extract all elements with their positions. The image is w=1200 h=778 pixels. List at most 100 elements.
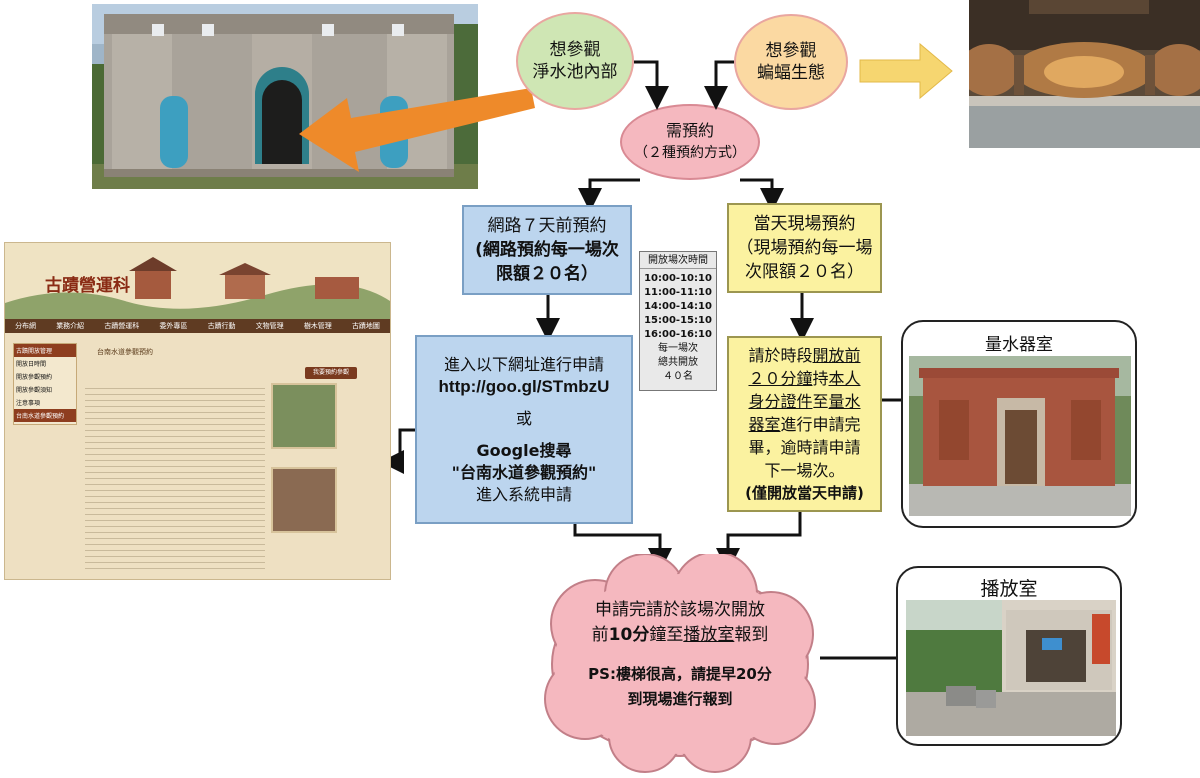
want-visit-pool-ellipse: 想參觀 淨水池內部	[516, 12, 634, 110]
onsite-line3: 次限額２０名）	[745, 262, 864, 282]
meter-room-photo	[909, 356, 1131, 516]
pool-line2: 淨水池內部	[532, 62, 618, 82]
website-photo-2	[271, 467, 337, 533]
detail-row-d: 器室進行申請完	[748, 413, 860, 436]
side-title: 古蹟開放管理	[14, 344, 76, 357]
heritage-website-screenshot: 古蹟營運科 分布網 業務介紹 古蹟營運科 委外專區 古蹟行動 文物管理 樹木管理…	[4, 242, 391, 580]
checkin-ps1: PS:	[588, 665, 616, 683]
side-item-3[interactable]: 開放參觀須知	[16, 387, 53, 394]
detail-b1: ２０分鐘	[748, 368, 813, 388]
broadcast-room-photo	[906, 600, 1116, 736]
detail-row-b: ２０分鐘持本人	[748, 367, 860, 390]
schedule-note3: ４０名	[663, 371, 693, 382]
online-line2: (網路預約每一場次	[475, 240, 619, 260]
website-content	[85, 383, 265, 573]
website-header-art	[5, 243, 390, 319]
onsite-reservation-box: 當天現場預約 （現場預約每一場 次限額２０名）	[727, 203, 882, 293]
detail-b3: 本人	[828, 368, 861, 388]
apply-enter: 進入系統申請	[475, 484, 572, 504]
yellow-arrow-icon	[859, 42, 953, 100]
checkin-b4: 播放室	[683, 625, 735, 645]
nav-6[interactable]: 文物管理	[255, 322, 284, 330]
nav-4[interactable]: 委外專區	[159, 322, 188, 330]
reserve-line1: 需預約	[665, 121, 714, 140]
orange-arrow-icon	[299, 88, 535, 172]
detail-e1: 畢，逾時請申請	[748, 437, 861, 457]
detail-c2: 至	[812, 391, 829, 411]
checkin-ps3: 20	[735, 665, 757, 683]
checkin-b1: 前	[591, 625, 609, 645]
online-apply-box: 進入以下網址進行申請 http://goo.gl/STmbzU 或 Google…	[415, 335, 633, 524]
checkin-b3: 鐘至	[649, 625, 684, 645]
water-tower-photo	[92, 4, 478, 189]
want-visit-bat-ellipse: 想參觀 蝙蝠生態	[734, 14, 848, 110]
detail-a1: 請於時段	[748, 345, 813, 365]
website-photo-1	[271, 383, 337, 449]
checkin-cloud	[544, 554, 816, 773]
broadcast-room-label: 播放室	[980, 578, 1038, 600]
slot-3: 14:00-14:10	[644, 301, 712, 312]
detail-f1: 下一場次。	[764, 460, 845, 480]
pool-line1: 想參觀	[549, 40, 601, 60]
detail-c1: 身分證件	[748, 391, 813, 411]
nav-7[interactable]: 樹木管理	[303, 322, 332, 330]
nav-3[interactable]: 古蹟營運科	[104, 322, 140, 330]
website-header: 古蹟營運科	[5, 243, 390, 319]
reservation-required-ellipse: 需預約 （２種預約方式）	[620, 104, 760, 180]
bat-line1: 想參觀	[765, 41, 817, 61]
checkin-ps4: 分	[756, 665, 772, 683]
detail-b2: 持	[812, 368, 829, 388]
checkin-text: 申請完請於該場次開放 前10分鐘至播放室報到 PS:樓梯很高，請提早20分 到現…	[560, 598, 800, 738]
nav-8[interactable]: 古蹟地圖	[351, 322, 380, 330]
side-item-2[interactable]: 開放參觀預約	[16, 374, 53, 381]
broadcast-room-photo-frame: 播放室	[896, 566, 1122, 746]
detail-row-a: 請於時段開放前	[748, 344, 860, 367]
slot-5: 16:00-16:10	[644, 329, 712, 340]
online-line3: 限額２０名）	[496, 264, 598, 284]
onsite-detail-box: 請於時段開放前 ２０分鐘持本人 身分證件至量水 器室進行申請完 畢，逾時請申請 …	[727, 336, 882, 512]
schedule-box: 開放場次時間 10:00-10:10 11:00-11:10 14:00-14:…	[639, 251, 717, 391]
detail-c3: 量水	[828, 391, 861, 411]
online-reservation-box: 網路７天前預約 (網路預約每一場次 限額２０名）	[462, 205, 632, 295]
detail-d2: 進行申請完	[780, 414, 861, 434]
slot-4: 15:00-15:10	[644, 315, 712, 326]
slot-2: 11:00-11:10	[644, 287, 712, 298]
website-title: 古蹟營運科	[45, 276, 130, 296]
website-reserve-button[interactable]: 我要預約參觀	[305, 367, 357, 379]
reserve-line2: （２種預約方式）	[634, 145, 746, 161]
checkin-ps5: 到現場進行報到	[627, 690, 733, 708]
onsite-line2: （現場預約每一場	[736, 238, 873, 258]
slot-1: 10:00-10:10	[644, 273, 712, 284]
checkin-row-b: 前10分鐘至播放室報到	[592, 623, 769, 648]
apply-or: 或	[515, 408, 532, 428]
meter-room-photo-frame: 量水器室	[901, 320, 1137, 528]
apply-google: Google搜尋	[476, 440, 572, 460]
checkin-ps-row: PS:樓梯很高，請提早20分	[588, 662, 772, 687]
meter-room-label: 量水器室	[985, 335, 1053, 355]
schedule-note1: 每一場次	[658, 343, 698, 354]
detail-row-c: 身分證件至量水	[748, 390, 860, 413]
online-line1: 網路７天前預約	[487, 216, 607, 236]
apply-line1: 進入以下網址進行申請	[443, 354, 604, 374]
website-nav: 分布網 業務介紹 古蹟營運科 委外專區 古蹟行動 文物管理 樹木管理 古蹟地圖	[5, 319, 390, 333]
apply-url[interactable]: http://goo.gl/STmbzU	[438, 376, 610, 396]
website-sidebar: 古蹟開放管理 開放日時間 開放參觀預約 開放參觀須知 注意事項 台南水道參觀預約	[13, 343, 77, 425]
onsite-line1: 當天現場預約	[753, 214, 856, 234]
checkin-ps2: 樓梯很高，請提早	[615, 665, 736, 683]
cistern-interior-photo	[969, 0, 1200, 148]
nav-1[interactable]: 分布網	[15, 322, 37, 330]
website-page-title: 台南水道參觀預約	[97, 348, 153, 356]
side-item-5[interactable]: 台南水道參觀預約	[14, 409, 76, 422]
apply-query: "台南水道參觀預約"	[451, 462, 597, 482]
nav-2[interactable]: 業務介紹	[56, 322, 85, 330]
checkin-b5: 報到	[734, 625, 769, 645]
detail-g1: (僅開放當天申請)	[745, 483, 864, 502]
side-item-1[interactable]: 開放日時間	[16, 361, 47, 368]
side-item-4[interactable]: 注意事項	[16, 400, 41, 407]
detail-d1: 器室	[748, 414, 781, 434]
bat-line2: 蝙蝠生態	[757, 63, 825, 83]
detail-a2: 開放前	[812, 345, 861, 365]
schedule-note2: 總共開放	[658, 357, 698, 368]
nav-5[interactable]: 古蹟行動	[207, 322, 236, 330]
